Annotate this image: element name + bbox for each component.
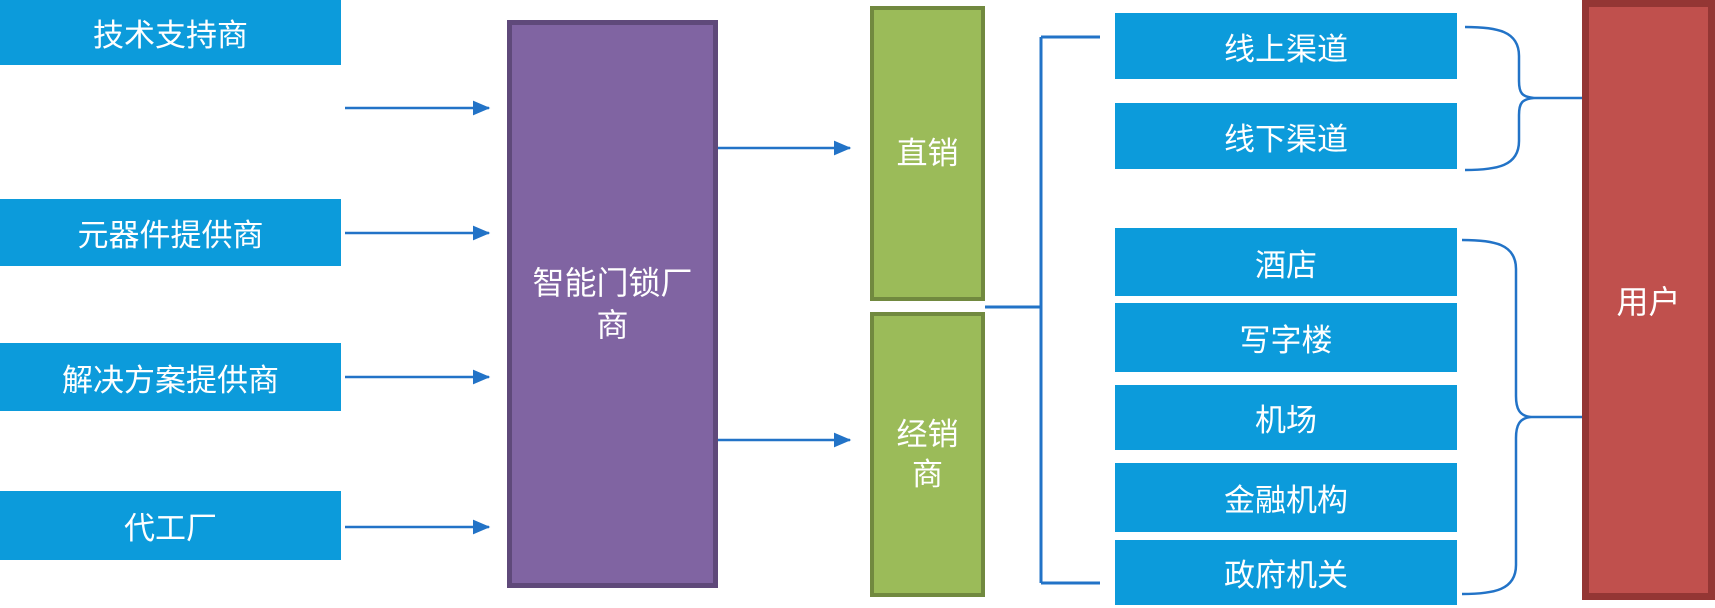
supplier-label: 技术支持商 — [93, 18, 248, 53]
outlet-label: 政府机关 — [1224, 558, 1348, 593]
supplier-label: 解决方案提供商 — [62, 362, 279, 398]
supplier-box-components: 元器件提供商 — [0, 199, 341, 266]
end-user-label: 用户 — [1616, 284, 1681, 320]
outlet-label: 线下渠道 — [1224, 121, 1348, 157]
outlet-box-airport: 机场 — [1115, 385, 1457, 450]
channel-box-distributor: 经销商 — [870, 312, 985, 597]
outlet-box-hotel: 酒店 — [1115, 228, 1457, 296]
channel-box-direct-sales: 直销 — [870, 6, 985, 301]
end-user-box: 用户 — [1582, 0, 1715, 600]
manufacturer-label: 智能门锁厂商 — [532, 265, 693, 343]
outlet-label: 机场 — [1255, 403, 1317, 438]
supplier-label: 元器件提供商 — [77, 218, 264, 253]
outlet-label: 线上渠道 — [1224, 31, 1348, 67]
outlet-label: 酒店 — [1255, 247, 1317, 283]
manufacturer-box: 智能门锁厂商 — [507, 20, 718, 588]
outlet-box-online-channel: 线上渠道 — [1115, 13, 1457, 79]
outlet-label: 写字楼 — [1239, 323, 1333, 358]
brace-direct-outlets — [1464, 25, 1535, 172]
outlet-box-financial-institution: 金融机构 — [1115, 463, 1457, 532]
channel-label: 经销商 — [896, 416, 959, 492]
outlet-box-government-agency: 政府机关 — [1115, 540, 1457, 605]
supplier-box-tech-support: 技术支持商 — [0, 0, 341, 65]
connector-channels-to-outlets — [985, 35, 1100, 585]
supplier-label: 代工厂 — [124, 511, 217, 546]
outlet-box-offline-channel: 线下渠道 — [1115, 103, 1457, 169]
outlet-box-office-building: 写字楼 — [1115, 303, 1457, 372]
supplier-box-solutions: 解决方案提供商 — [0, 343, 341, 411]
supplier-box-oem-factory: 代工厂 — [0, 491, 341, 560]
brace-distributor-outlets — [1461, 238, 1532, 596]
channel-label: 直销 — [896, 135, 959, 171]
outlet-label: 金融机构 — [1224, 483, 1348, 518]
